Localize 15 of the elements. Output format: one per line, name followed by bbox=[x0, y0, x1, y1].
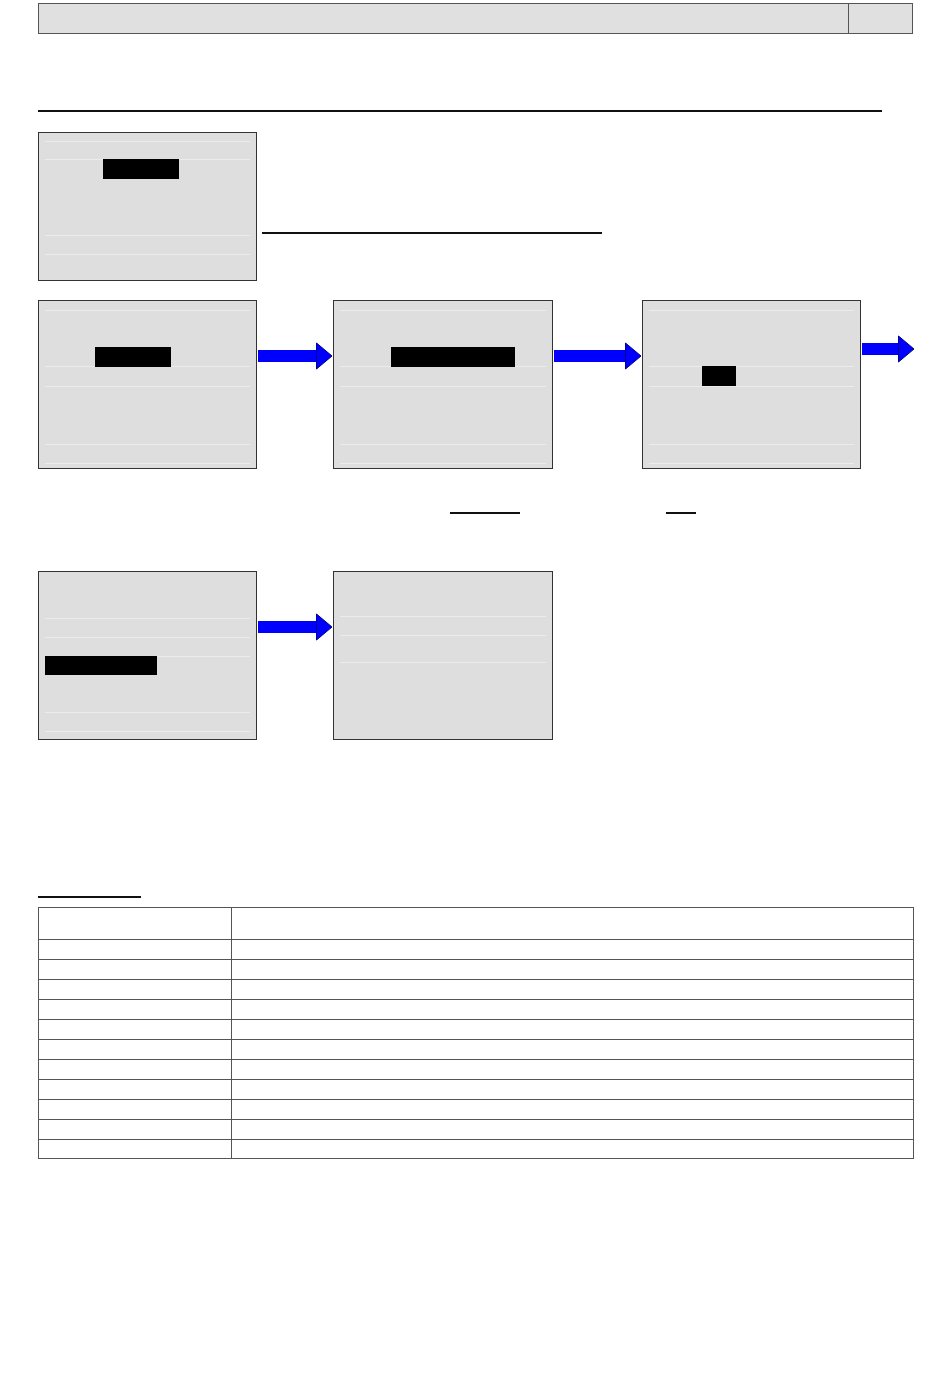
selection-bar bbox=[45, 656, 157, 675]
selection-bar bbox=[95, 347, 171, 367]
display-screen bbox=[38, 300, 257, 469]
block-arrow bbox=[258, 342, 333, 370]
display-screen bbox=[333, 300, 553, 469]
display-screen bbox=[38, 571, 257, 740]
selection-bar bbox=[103, 159, 179, 179]
selection-bar bbox=[702, 366, 736, 386]
display-screen bbox=[642, 300, 861, 469]
selection-bar bbox=[391, 347, 515, 367]
display-screen bbox=[333, 571, 553, 740]
block-arrow bbox=[862, 335, 915, 363]
block-arrow bbox=[258, 613, 333, 641]
display-screen bbox=[38, 132, 257, 281]
block-arrow bbox=[554, 342, 642, 370]
